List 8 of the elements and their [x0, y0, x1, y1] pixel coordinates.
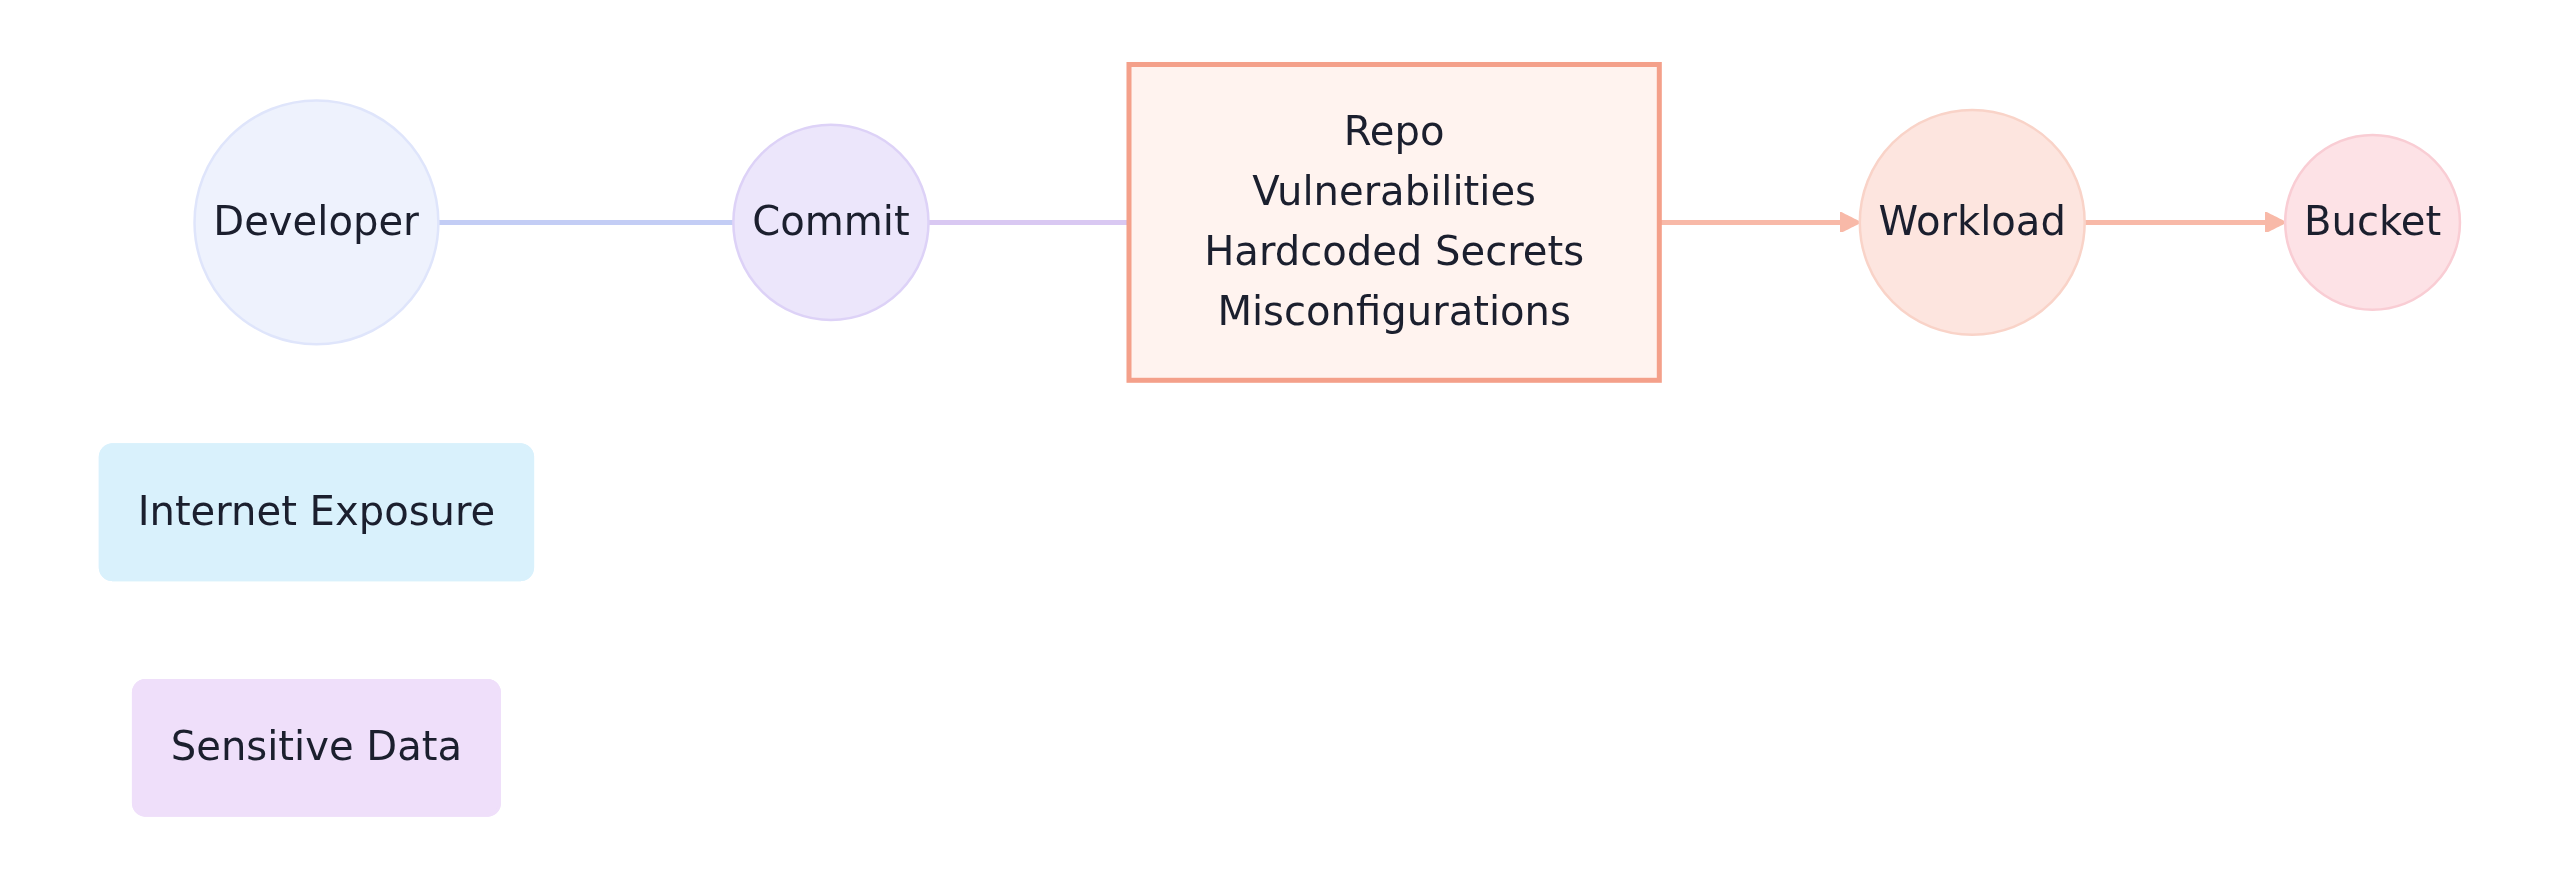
- connector: [438, 219, 734, 225]
- node-box: Repo Vulnerabilities Hardcoded Secrets Misconfigurations: [1126, 61, 1662, 383]
- node-circle: Bucket: [2283, 133, 2462, 311]
- connector: [928, 219, 1129, 225]
- node-circle: Commit: [732, 123, 930, 321]
- node-circle: Workload: [1858, 108, 2086, 336]
- arrow: [1659, 210, 1861, 233]
- node-circle: Developer: [193, 98, 440, 346]
